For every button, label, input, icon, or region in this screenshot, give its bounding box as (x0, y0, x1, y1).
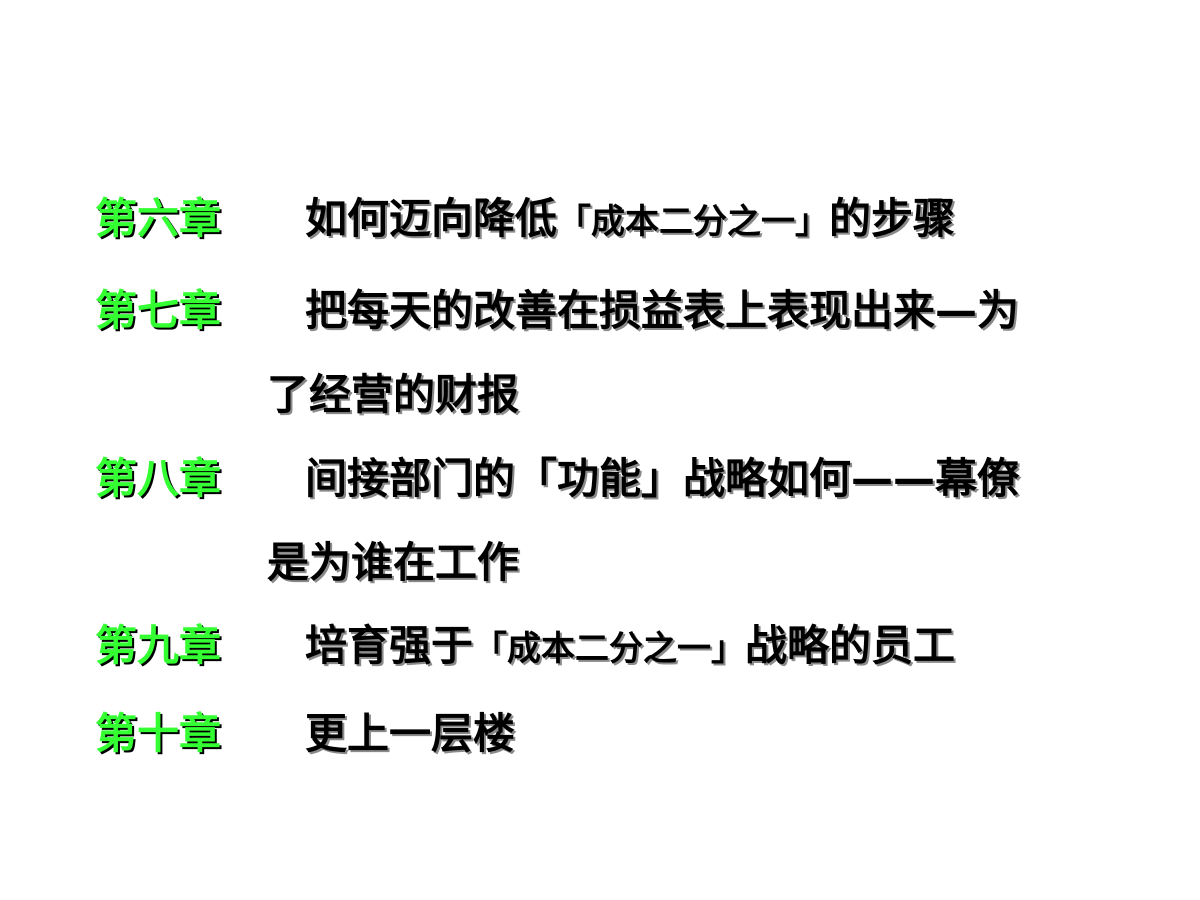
chapter-label: 第九章 (95, 621, 222, 670)
title-text: 间接部门的「功能」战略如何——幕僚 (305, 454, 1020, 503)
chapter-label: 第六章 (95, 194, 222, 243)
title-text: 的步骤 (829, 194, 956, 243)
chapter-title-line2: 了经营的财报 (267, 370, 520, 419)
chapter-title-line1: 更上一层楼 (305, 713, 515, 755)
chapter-title-line2: 是为谁在工作 (267, 538, 520, 587)
chapter-title-line1: 如何迈向降低「成本二分之一」的步骤 (305, 198, 955, 240)
title-quoted-term: 「成本二分之一」 (557, 202, 830, 242)
chapter-title-line1: 培育强于「成本二分之一」战略的员工 (305, 625, 955, 667)
chapter-label: 第八章 (95, 454, 222, 503)
chapter-title-line1: 把每天的改善在损益表上表现出来—为 (305, 290, 1019, 332)
title-text: 如何迈向降低 (305, 194, 558, 243)
chapter-title-line1: 间接部门的「功能」战略如何——幕僚 (305, 458, 1019, 500)
title-quoted-term: 「成本二分之一」 (473, 629, 746, 669)
chapter-label: 第十章 (95, 709, 222, 758)
title-text: 更上一层楼 (305, 709, 516, 758)
title-text: 战略的员工 (745, 621, 956, 670)
title-text: 培育强于 (305, 621, 474, 670)
chapter-label: 第七章 (95, 286, 222, 335)
title-text: 把每天的改善在损益表上表现出来—为 (305, 286, 1020, 335)
